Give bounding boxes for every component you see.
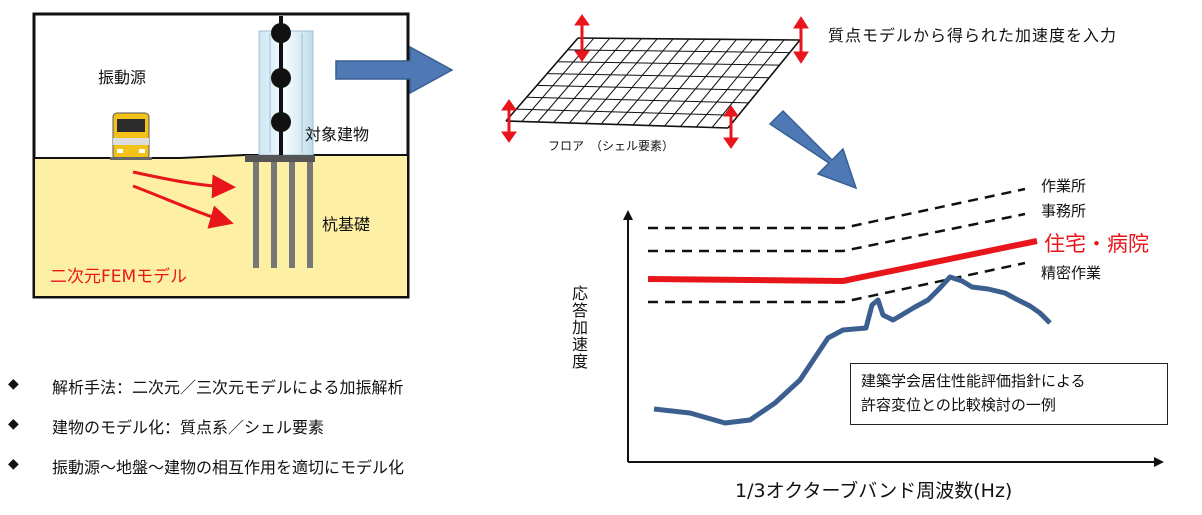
pile-1 — [253, 162, 259, 268]
floor-grid-line — [547, 73, 770, 79]
fem-model-label: 二次元FEMモデル — [50, 267, 188, 287]
floor-grid-line — [553, 38, 626, 123]
curve-label-residence: 住宅・病院 — [1044, 232, 1149, 256]
mass-point-2 — [271, 68, 291, 88]
floor-grid-line — [648, 38, 722, 126]
floor-grid-line — [537, 37, 611, 123]
floor-grid-line — [516, 108, 739, 116]
criteria-chart — [623, 187, 1164, 467]
curve-workshop — [648, 187, 1026, 230]
diamond-icon: ◆ — [8, 376, 19, 392]
pile-3 — [289, 162, 295, 268]
floor-grid-line — [505, 120, 729, 129]
x-axis-label: 1/3オクターブバンド周波数(Hz) — [735, 480, 1013, 502]
pile-2 — [271, 162, 277, 268]
mass-point-1 — [271, 23, 291, 43]
note-box: 建築学会居住性能評価指針による 許容変位との比較検討の一例 — [850, 363, 1168, 425]
ground-line — [35, 154, 407, 159]
flow-arrow-diagonal — [768, 109, 858, 190]
input-acceleration-arrows — [501, 14, 809, 149]
target-building-label: 対象建物 — [305, 125, 370, 144]
accel-arrow-3 — [501, 99, 517, 143]
accel-arrow-2 — [793, 16, 809, 64]
accel-arrow-4 — [723, 105, 739, 149]
floor-grid-line — [664, 39, 737, 127]
floor-grid-line — [616, 38, 690, 125]
curve-precision — [648, 261, 1026, 304]
bullet-text: 振動源～地盤～建物の相互作用を適切にモデル化 — [52, 458, 405, 477]
curve-label-workshop: 作業所 — [1041, 177, 1087, 195]
floor-grid-line — [727, 39, 801, 129]
y-axis-label: 応答加速度 — [569, 285, 588, 370]
floor-grid-line — [569, 38, 642, 124]
flow-arrow-right — [335, 45, 454, 95]
acceleration-input-label: 質点モデルから得られた加速度を入力 — [828, 26, 1118, 45]
response-curve — [653, 274, 1052, 426]
note-line-2: 許容変位との比較検討の一例 — [861, 396, 1056, 414]
floor-grid-line — [632, 38, 706, 126]
note-line-1: 建築学会居住性能評価指針による — [861, 372, 1086, 390]
floor-grid-line — [695, 39, 769, 128]
wave-arrow-1 — [132, 170, 236, 199]
floor-grid-line — [505, 37, 579, 122]
diamond-icon: ◆ — [8, 456, 19, 472]
floor-grid-line — [584, 38, 658, 124]
mass-point-3 — [271, 112, 291, 132]
bullet-text: 建物のモデル化：質点系／シェル要素 — [52, 418, 325, 437]
curve-residence-hospital — [647, 238, 1038, 285]
floor-grid-line — [557, 61, 780, 66]
pile-cap — [245, 155, 315, 162]
pile-foundation-label: 杭基礎 — [322, 215, 371, 234]
floor-grid-line — [536, 84, 759, 91]
bullet-text: 解析手法：二次元／三次元モデルによる加振解析 — [52, 378, 404, 397]
accel-arrow-1 — [574, 14, 590, 62]
floor-grid-line — [526, 96, 749, 104]
floor-grid-line — [577, 37, 801, 41]
train-icon — [110, 112, 152, 160]
floor-shell-grid — [505, 37, 801, 129]
curve-label-precision: 精密作業 — [1041, 264, 1102, 282]
floor-grid-line — [680, 39, 753, 127]
pile-4 — [307, 162, 313, 268]
floor-grid-line — [600, 38, 674, 125]
fem-model-panel — [32, 12, 410, 299]
floor-label: フロア （シェル要素） — [548, 139, 675, 153]
curve-label-office: 事務所 — [1041, 202, 1087, 220]
wave-arrow-2 — [132, 184, 234, 229]
curve-office — [648, 212, 1026, 253]
floor-grid-line — [711, 39, 785, 128]
vibration-source-label: 振動源 — [98, 68, 147, 87]
floor-grid-line — [567, 49, 790, 54]
diamond-icon: ◆ — [8, 416, 19, 432]
